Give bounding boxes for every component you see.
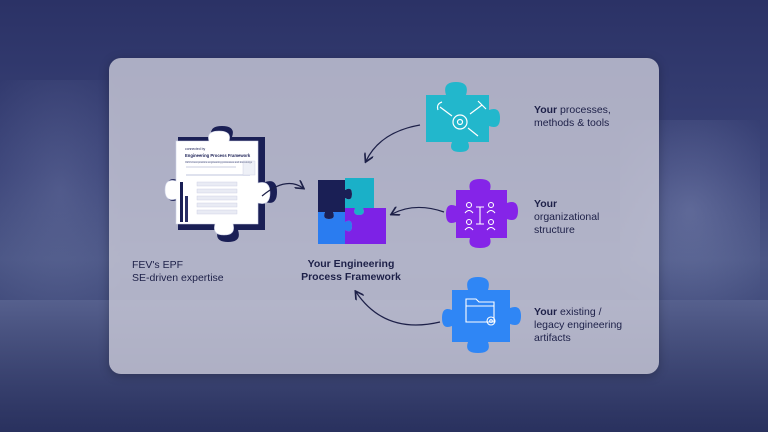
artifacts-label-line2: legacy engineering (534, 319, 623, 331)
processes-label-rest: processes, (557, 104, 611, 116)
organizational-label-line3: structure (534, 224, 575, 236)
center-puzzle (318, 178, 386, 244)
artifacts-puzzle-piece (442, 277, 521, 353)
background-blur-left (0, 80, 120, 300)
organizational-puzzle-piece (446, 179, 518, 248)
center-piece-purple (345, 208, 386, 244)
processes-label: Your processes, methods & tools (534, 104, 654, 130)
processes-puzzle-piece (426, 82, 500, 152)
artifacts-label-line3: artifacts (534, 332, 571, 344)
center-label-line2: Process Framework (301, 271, 401, 283)
mini-doc-subtitle: FEV's best practice engineering processe… (185, 160, 253, 164)
org-chart-icon (464, 201, 496, 231)
artifacts-label-rest: existing / (557, 306, 602, 318)
organizational-label-bold: Your (534, 198, 558, 210)
folder-gear-icon (465, 298, 496, 326)
artifacts-label: Your existing / legacy engineering artif… (534, 306, 654, 345)
organizational-label: Your organizational structure (534, 198, 654, 237)
epf-label: FEV's EPF SE-driven expertise (132, 259, 224, 285)
arrow-epf-to-center (261, 184, 303, 197)
center-piece-teal (345, 178, 374, 215)
epf-label-line2: SE-driven expertise (132, 272, 224, 284)
center-piece-dark (318, 180, 352, 219)
center-label: Your Engineering Process Framework (296, 258, 406, 284)
epf-label-line1: FEV's EPF (132, 259, 184, 271)
arrow-processes-to-center (366, 124, 421, 161)
mini-doc-content (180, 160, 256, 222)
center-piece-blue (318, 212, 352, 244)
center-label-line1: Your Engineering (307, 258, 395, 270)
organizational-label-line2: organizational (534, 211, 600, 223)
mini-doc-brand: connected by (185, 147, 205, 151)
mini-doc-title: Engineering Process Framework (185, 153, 251, 158)
processes-label-line2: methods & tools (534, 117, 610, 129)
arrow-artifacts-to-center (356, 292, 441, 326)
fev-epf-puzzle-piece (164, 126, 277, 242)
tools-gear-icon (436, 100, 487, 137)
processes-label-bold: Your (534, 104, 558, 116)
arrow-organizational-to-center (392, 207, 445, 214)
artifacts-label-bold: Your (534, 306, 558, 318)
